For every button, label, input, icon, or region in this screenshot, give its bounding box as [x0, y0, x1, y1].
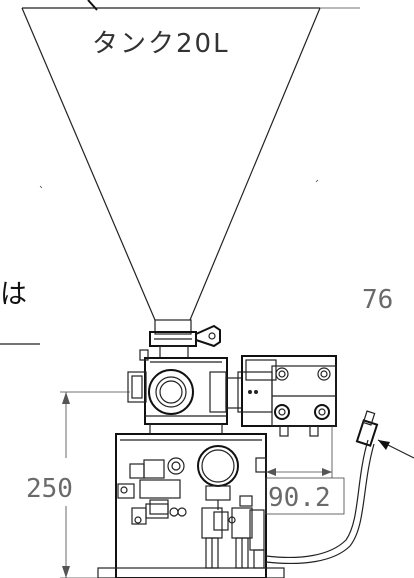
motor-unit: [237, 355, 337, 437]
note-fragment: は: [0, 279, 40, 345]
tank-hopper: タンク20L: [21, 0, 360, 321]
hose: [265, 410, 414, 565]
dimension-250-label: 250: [26, 474, 73, 504]
pump-body: [127, 349, 243, 435]
tank-label: タンク20L: [92, 29, 230, 59]
dimension-250: 250: [26, 391, 130, 578]
dimension-90-2-label: 90.2: [268, 483, 331, 513]
tank-outlet-valve: [149, 319, 221, 359]
dimension-90-2: 90.2: [265, 426, 345, 515]
hose-leader-arrow: [378, 440, 390, 450]
leader-arrow-top: [87, 0, 98, 11]
note-text: は: [0, 279, 27, 310]
base-cabinet: [97, 433, 285, 578]
dimension-side: 76: [362, 285, 393, 315]
